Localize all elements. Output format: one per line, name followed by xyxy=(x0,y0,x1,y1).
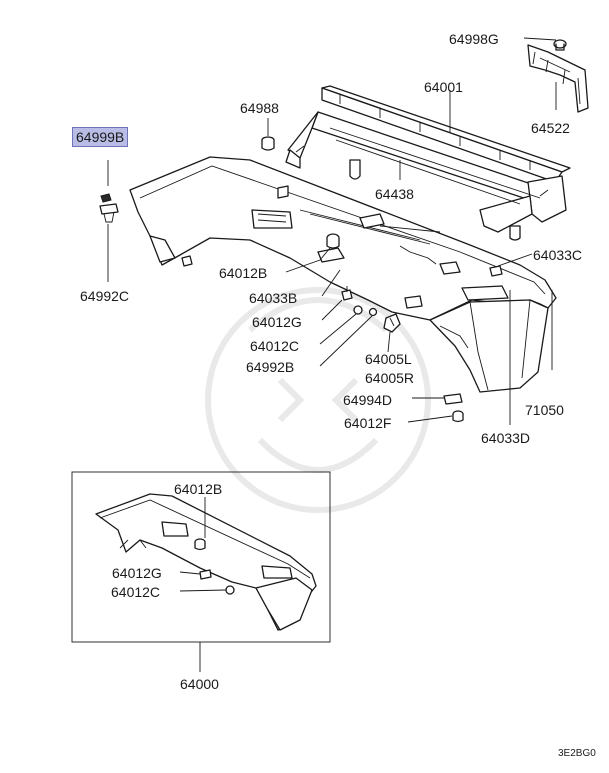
label-64005R[interactable]: 64005R xyxy=(365,370,415,386)
label-64994D[interactable]: 64994D xyxy=(343,392,393,408)
fastener-64994D[interactable] xyxy=(443,393,463,405)
label-64033B[interactable]: 64033B xyxy=(249,290,298,306)
fastener-64012G-top[interactable] xyxy=(341,286,353,301)
frame-64438[interactable] xyxy=(285,111,567,241)
label-64012C-box[interactable]: 64012C xyxy=(111,584,161,600)
inset-leader-lines xyxy=(179,497,227,672)
label-64005L[interactable]: 64005L xyxy=(365,351,412,367)
label-64992C[interactable]: 64992C xyxy=(80,288,130,304)
label-64033C[interactable]: 64033C xyxy=(533,247,583,263)
fastener-64012C-box[interactable] xyxy=(225,585,235,595)
fastener-64012F[interactable] xyxy=(452,410,464,423)
fastener-64012B-top[interactable] xyxy=(326,233,340,249)
label-64988[interactable]: 64988 xyxy=(240,100,279,116)
label-64012B-top[interactable]: 64012B xyxy=(219,265,268,281)
label-64012G-box[interactable]: 64012G xyxy=(112,565,162,581)
label-64992B[interactable]: 64992B xyxy=(246,359,295,375)
label-64522[interactable]: 64522 xyxy=(531,120,570,136)
label-64012F[interactable]: 64012F xyxy=(344,415,392,431)
label-64000[interactable]: 64000 xyxy=(180,676,219,692)
inset-box xyxy=(71,471,331,643)
leader-lines xyxy=(107,37,557,425)
bumper-cover-71050[interactable] xyxy=(129,156,557,393)
label-64999B-highlighted[interactable]: 64999B xyxy=(72,127,129,147)
fastener-64012B-box[interactable] xyxy=(194,538,206,551)
fastener-64005[interactable] xyxy=(383,313,401,333)
clip-64998G[interactable] xyxy=(553,39,567,51)
label-64001[interactable]: 64001 xyxy=(424,79,463,95)
drawing-code: 3E2BG0 xyxy=(558,748,596,759)
bumper-assembly-64000[interactable] xyxy=(95,493,317,631)
label-64438[interactable]: 64438 xyxy=(375,186,414,202)
label-71050[interactable]: 71050 xyxy=(525,402,564,418)
label-64012B-box[interactable]: 64012B xyxy=(174,481,223,497)
label-64998G[interactable]: 64998G xyxy=(449,31,499,47)
fastener-64012C-top[interactable] xyxy=(353,305,363,315)
label-64033D[interactable]: 64033D xyxy=(481,430,531,446)
label-64012G-top[interactable]: 64012G xyxy=(252,314,302,330)
reinforcement-64001[interactable] xyxy=(321,85,571,183)
label-64012C-top[interactable]: 64012C xyxy=(250,338,300,354)
bracket-64522[interactable] xyxy=(527,44,589,113)
fastener-64992B[interactable] xyxy=(368,307,378,317)
clip-64999B[interactable] xyxy=(99,193,119,223)
bolt-64988[interactable] xyxy=(261,136,275,151)
fastener-64012G-box[interactable] xyxy=(199,569,212,580)
